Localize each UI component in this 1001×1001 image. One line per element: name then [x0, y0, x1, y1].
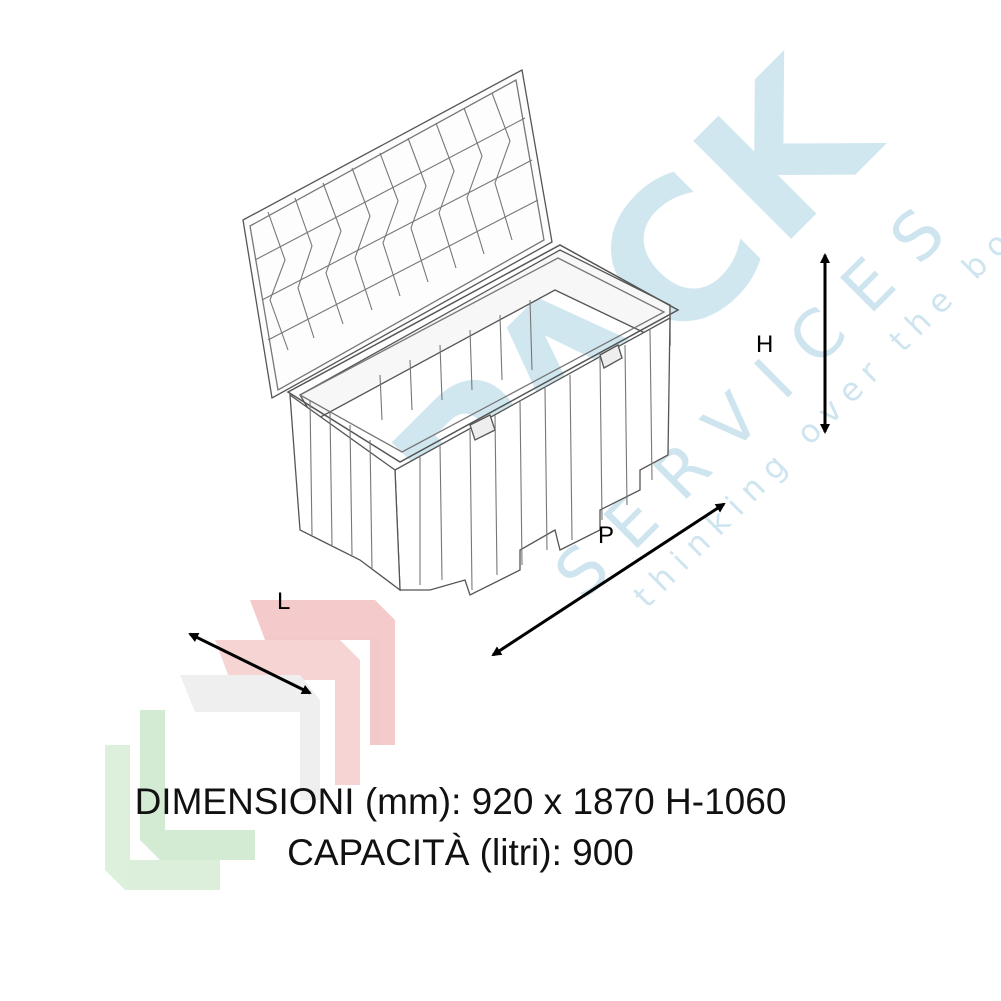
box-lid — [242, 69, 553, 400]
depth-label: P — [598, 522, 615, 549]
dimensions-spec: DIMENSIONI (mm): 920 x 1870 H-1060 — [134, 781, 787, 822]
depth-arrow — [491, 502, 726, 657]
length-label: L — [277, 588, 291, 615]
box-body — [286, 244, 680, 596]
length-arrow — [188, 632, 312, 695]
capacity-spec: CAPACITÀ (litri): 900 — [287, 832, 634, 873]
height-label: H — [756, 331, 774, 358]
